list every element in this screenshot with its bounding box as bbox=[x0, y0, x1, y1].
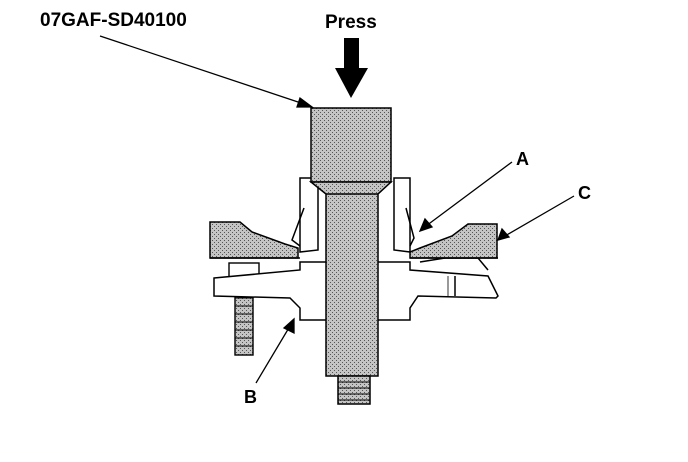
leader-a bbox=[425, 161, 513, 227]
press-label: Press bbox=[325, 12, 377, 33]
part-c-label: C bbox=[578, 183, 591, 203]
leader-lines bbox=[99, 35, 575, 384]
tool-arrowhead bbox=[296, 96, 314, 108]
arrowhead-b bbox=[282, 317, 295, 335]
arrowhead-a bbox=[418, 217, 434, 233]
tool-number-label: 07GAF-SD40100 bbox=[40, 10, 187, 31]
press-arrow-icon bbox=[335, 38, 368, 98]
part-a-label: A bbox=[516, 149, 529, 169]
leader-b bbox=[255, 325, 291, 384]
part-b-label: B bbox=[244, 387, 257, 407]
knuckle-part-c bbox=[209, 221, 498, 259]
press-tool bbox=[308, 107, 393, 405]
leader-c bbox=[504, 195, 575, 237]
arrowhead-c bbox=[496, 227, 511, 241]
tool-leader-line bbox=[99, 35, 305, 105]
